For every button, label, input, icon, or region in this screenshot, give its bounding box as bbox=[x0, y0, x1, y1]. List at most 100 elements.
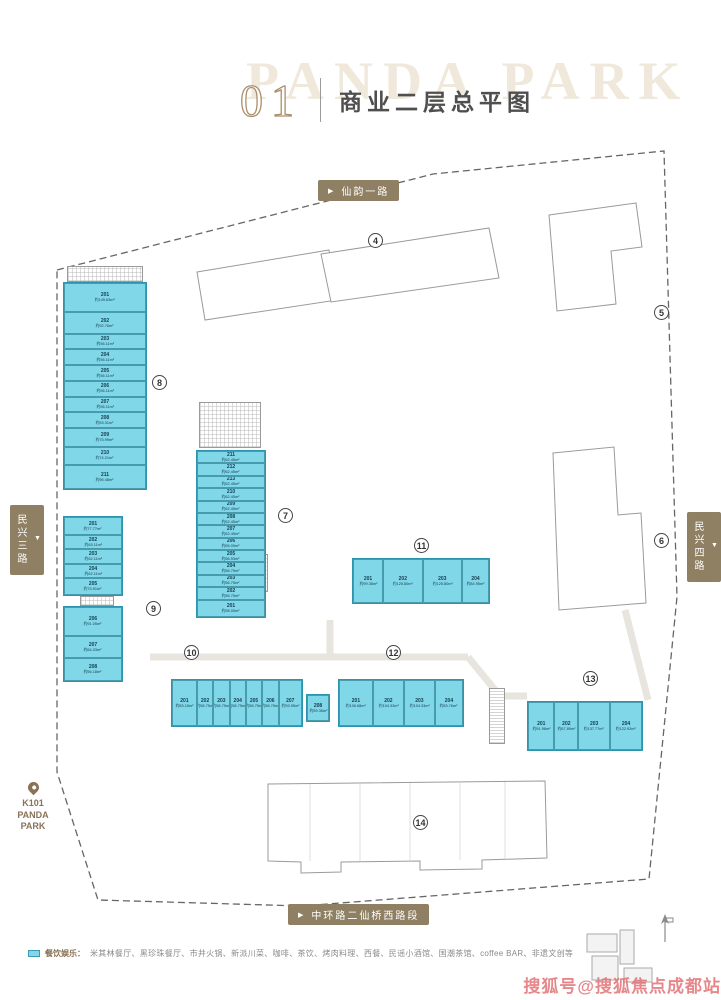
building-12-badge: 12 bbox=[386, 645, 401, 660]
building-5-outline bbox=[548, 202, 643, 312]
unit-area: 约62.45m² bbox=[222, 481, 240, 487]
unit-area: 约91.05m² bbox=[84, 621, 102, 626]
compass-icon bbox=[661, 914, 674, 942]
building-6-badge: 6 bbox=[654, 533, 669, 548]
station-line: K101 bbox=[22, 798, 44, 808]
unit-id: 208 bbox=[88, 664, 98, 671]
header-divider bbox=[320, 78, 321, 122]
unit-area: 约53.31m² bbox=[96, 420, 114, 425]
building-4-badge: 4 bbox=[368, 233, 383, 248]
unit-area: 约56.75m² bbox=[213, 703, 230, 708]
road-name: 民兴四路 bbox=[692, 521, 703, 573]
unit-area: 约56.75m² bbox=[229, 703, 246, 708]
unit-id: 205 bbox=[249, 697, 259, 704]
road-label-bottom: ▶ 中环路二仙桥西路段 bbox=[288, 904, 430, 925]
building-14-badge: 14 bbox=[413, 815, 428, 830]
unit-area: 约56.11m² bbox=[96, 404, 114, 409]
unit-area: 约122.92m² bbox=[616, 726, 637, 731]
unit-id: 204 bbox=[444, 697, 454, 704]
location-pin-icon bbox=[25, 779, 41, 796]
unit-area: 约99.35m² bbox=[359, 581, 377, 586]
unit-id: 204 bbox=[100, 351, 110, 358]
unit-area: 约137.77m² bbox=[584, 726, 605, 731]
section-number: 01 bbox=[239, 74, 302, 126]
unit-area: 约62.11m² bbox=[84, 571, 102, 576]
road-name: 中环路二仙桥西路段 bbox=[311, 911, 420, 922]
station-name-2: PARK bbox=[20, 821, 46, 832]
station-marker: K101 PANDA PARK bbox=[6, 779, 60, 833]
unit-area: 约59.35m² bbox=[309, 708, 327, 713]
unit-area: 约65.05m² bbox=[222, 543, 240, 549]
unit-area: 约125.80m² bbox=[392, 581, 413, 586]
building-10-badge: 10 bbox=[184, 645, 199, 660]
unit-id: 202 bbox=[398, 575, 407, 582]
unit-id: 207 bbox=[100, 399, 110, 406]
unit-area: 约106.68m² bbox=[345, 703, 366, 708]
unit-id: 205 bbox=[226, 550, 236, 557]
unit-id: 209 bbox=[100, 431, 110, 438]
unit-id: 203 bbox=[88, 551, 98, 558]
unit-id: 201 bbox=[180, 697, 189, 704]
unit-area: 约95.48m² bbox=[96, 477, 114, 482]
unit-area: 约67.89m² bbox=[557, 726, 576, 731]
core-hatch-b9 bbox=[80, 596, 114, 606]
unit-area: 约73.91m² bbox=[84, 586, 102, 591]
unit-area: 约62.11m² bbox=[84, 556, 102, 561]
road-name: 民兴三路 bbox=[15, 514, 26, 566]
arrow-down-icon: ▼ bbox=[34, 535, 41, 545]
unit-id: 202 bbox=[384, 697, 393, 704]
unit-id: 201 bbox=[88, 520, 98, 527]
building-14-outline bbox=[267, 780, 548, 874]
unit-208-annex: 208 约59.35m² bbox=[307, 695, 329, 721]
unit-id: 210 bbox=[226, 488, 236, 495]
unit-id: 204 bbox=[233, 697, 242, 704]
building-8-badge: 8 bbox=[152, 375, 167, 390]
unit-area: 约56.75m² bbox=[222, 580, 240, 586]
legend-color-swatch bbox=[28, 950, 40, 957]
unit-id: 206 bbox=[266, 697, 275, 704]
unit-area: 约75.99m² bbox=[96, 437, 114, 442]
core-hatch-b8 bbox=[67, 266, 143, 282]
unit-id: 204 bbox=[621, 720, 631, 727]
unit-id: 210 bbox=[100, 450, 110, 457]
unit-area: 约84.95m² bbox=[466, 581, 485, 586]
road-label-right: ▼ 民兴四路 bbox=[687, 512, 721, 582]
unit-id: 205 bbox=[100, 367, 110, 374]
unit-area: 约83.15m² bbox=[175, 703, 194, 708]
unit-area: 约98.05m² bbox=[222, 608, 240, 613]
unit-area: 约93.95m² bbox=[281, 703, 300, 708]
core-hatch-b7 bbox=[199, 402, 261, 448]
building-9-badge: 9 bbox=[146, 601, 161, 616]
unit-area: 约62.45m² bbox=[222, 457, 240, 462]
unit-area: 约92.76m² bbox=[96, 323, 114, 328]
sohu-watermark: 搜狐号@搜狐焦点成都站 bbox=[523, 977, 721, 996]
